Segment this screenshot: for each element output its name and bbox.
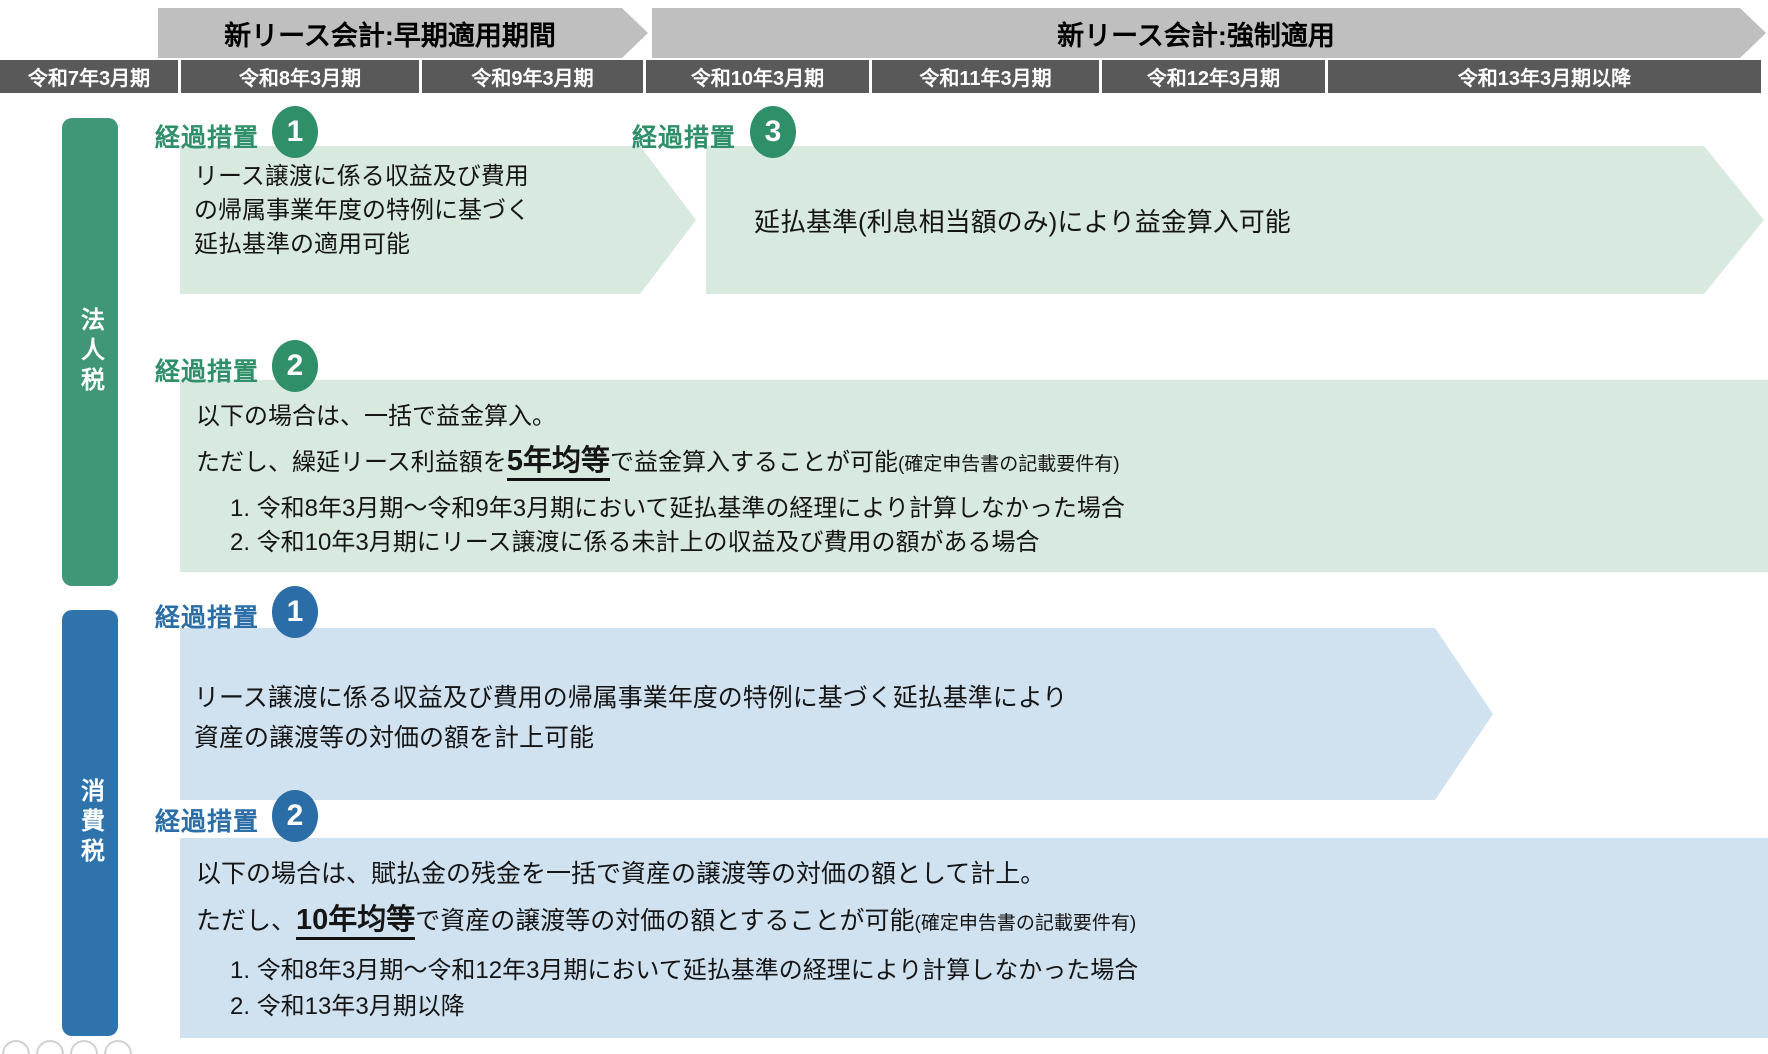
corp-measure2-filing-note: (確定申告書の記載要件有) <box>897 454 1120 475</box>
corp-measure2-case2: 2. 令和10年3月期にリース譲渡に係る未計上の収益及び費用の額がある場合 <box>230 529 1040 556</box>
ghost-circle-icon <box>104 1040 132 1054</box>
cons-measure2-box: 以下の場合は、賦払金の残金を一括で資産の譲渡等の対価の額として計上。 ただし、1… <box>180 838 1768 1038</box>
bottom-edge-ghost-icons <box>2 1040 132 1054</box>
cons-measure2-filing-note: (確定申告書の記載要件有) <box>914 913 1137 934</box>
cons-measure2-line2-post: で資産の譲渡等の対価の額とすることが可能 <box>415 907 915 935</box>
corp-measure3-label: 経過措置 <box>632 124 737 152</box>
cons-measure1-text-line1: リース譲渡に係る収益及び費用の帰属事業年度の特例に基づく延払基準により <box>194 684 1068 712</box>
cons-measure2-case-list: 1. 令和8年3月期〜令和12年3月期において延払基準の経理により計算しなかった… <box>196 953 1752 1025</box>
cons-measure2-line1: 以下の場合は、賦払金の残金を一括で資産の譲渡等の対価の額として計上。 <box>196 860 1046 888</box>
corp-measure1-text-line3: 延払基準の適用可能 <box>194 231 410 258</box>
cons-measure1-label: 経過措置 <box>155 604 260 632</box>
corp-measure3-number-badge: 3 <box>750 106 796 158</box>
corp-measure1-label: 経過措置 <box>155 124 260 152</box>
cons-measure1-number-badge: 1 <box>272 586 318 638</box>
cons-measure1-arrow-box: リース譲渡に係る収益及び費用の帰属事業年度の特例に基づく延払基準により 資産の譲… <box>180 628 1493 800</box>
early-application-banner-label: 新リース会計:早期適用期間 <box>224 20 556 51</box>
corp-measure2-five-year-term: 5年均等 <box>506 445 610 481</box>
cons-measure2-line2-pre: ただし、 <box>196 907 297 935</box>
corp-measure3-text: 延払基準(利息相当額のみ)により益金算入可能 <box>754 206 1291 237</box>
cons-measure2-label: 経過措置 <box>155 808 260 836</box>
ghost-circle-icon <box>2 1040 30 1054</box>
period-header-r10: 令和10年3月期 <box>646 60 869 93</box>
corp-measure2-number-badge: 2 <box>272 340 318 392</box>
cons-measure2-case2: 2. 令和13年3月期以降 <box>230 993 465 1020</box>
corp-measure1-arrow-box: リース譲渡に係る収益及び費用 の帰属事業年度の特例に基づく 延払基準の適用可能 <box>180 146 696 294</box>
corp-measure2-line2-pre: ただし、繰延リース利益額を <box>196 449 507 476</box>
corporate-tax-section-bar: 法人税 <box>62 118 118 586</box>
mandatory-application-banner: 新リース会計:強制適用 <box>652 8 1766 58</box>
mandatory-application-banner-label: 新リース会計:強制適用 <box>1057 20 1335 51</box>
period-header-r13-onward: 令和13年3月期以降 <box>1328 60 1761 93</box>
corp-measure2-case-list: 1. 令和8年3月期〜令和9年3月期において延払基準の経理により計算しなかった場… <box>196 492 1752 560</box>
corp-measure1-text-line1: リース譲渡に係る収益及び費用 <box>194 163 529 190</box>
corp-measure3-arrow-box: 延払基準(利息相当額のみ)により益金算入可能 <box>706 146 1764 294</box>
ghost-circle-icon <box>36 1040 64 1054</box>
consumption-tax-section-bar: 消費税 <box>62 610 118 1036</box>
ghost-circle-icon <box>70 1040 98 1054</box>
corp-measure2-line2-post: で益金算入することが可能 <box>609 449 898 476</box>
corp-measure2-box: 以下の場合は、一括で益金算入。 ただし、繰延リース利益額を5年均等で益金算入する… <box>180 380 1768 572</box>
consumption-tax-section-label: 消費税 <box>76 778 104 868</box>
period-header-r7: 令和7年3月期 <box>0 60 178 93</box>
corp-measure2-label: 経過措置 <box>155 358 260 386</box>
cons-measure2-line2: ただし、10年均等で資産の譲渡等の対価の額とすることが可能(確定申告書の記載要件… <box>196 896 1752 940</box>
cons-measure2-case1: 1. 令和8年3月期〜令和12年3月期において延払基準の経理により計算しなかった… <box>230 957 1139 984</box>
corp-measure2-line2: ただし、繰延リース利益額を5年均等で益金算入することが可能(確定申告書の記載要件… <box>196 437 1752 481</box>
cons-measure2-ten-year-term: 10年均等 <box>296 904 416 940</box>
period-header-r12: 令和12年3月期 <box>1102 60 1325 93</box>
corp-measure1-number-badge: 1 <box>272 106 318 158</box>
early-application-banner: 新リース会計:早期適用期間 <box>158 8 648 58</box>
corp-measure2-case1: 1. 令和8年3月期〜令和9年3月期において延払基準の経理により計算しなかった場… <box>230 495 1125 522</box>
period-header-r11: 令和11年3月期 <box>872 60 1099 93</box>
cons-measure1-text-line2: 資産の譲渡等の対価の額を計上可能 <box>194 724 595 752</box>
corp-measure1-text-line2: の帰属事業年度の特例に基づく <box>194 197 530 224</box>
cons-measure2-number-badge: 2 <box>272 790 318 842</box>
period-header-r8: 令和8年3月期 <box>181 60 419 93</box>
corporate-tax-section-label: 法人税 <box>76 307 104 397</box>
corp-measure2-line1: 以下の場合は、一括で益金算入。 <box>196 403 556 430</box>
period-header-r9: 令和9年3月期 <box>422 60 643 93</box>
